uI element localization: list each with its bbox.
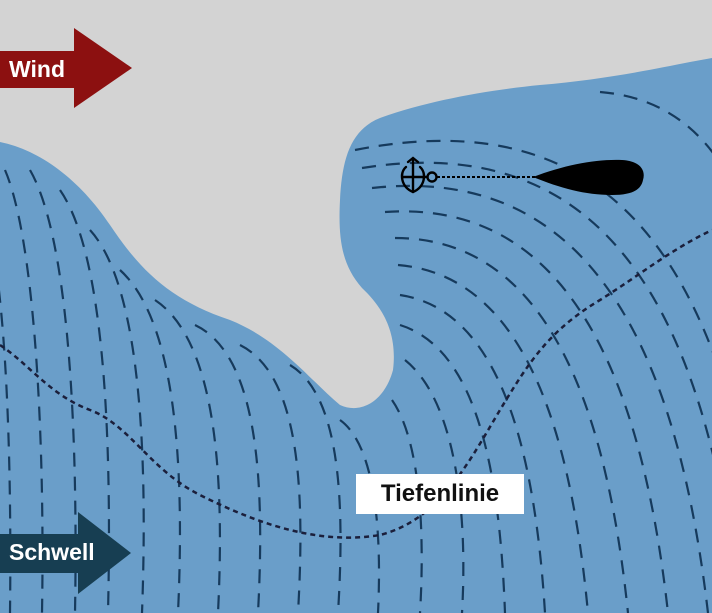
swell-label: Schwell — [9, 539, 95, 565]
anchor-icon — [400, 156, 438, 194]
swell-arrow — [0, 512, 131, 594]
depth-line-label: Tiefenlinie — [356, 474, 524, 514]
boat-icon — [533, 159, 644, 195]
wind-arrow — [0, 28, 132, 108]
swell-wave-lines — [0, 90, 712, 613]
wind-label: Wind — [9, 56, 65, 82]
depth-contour-line — [0, 228, 712, 539]
